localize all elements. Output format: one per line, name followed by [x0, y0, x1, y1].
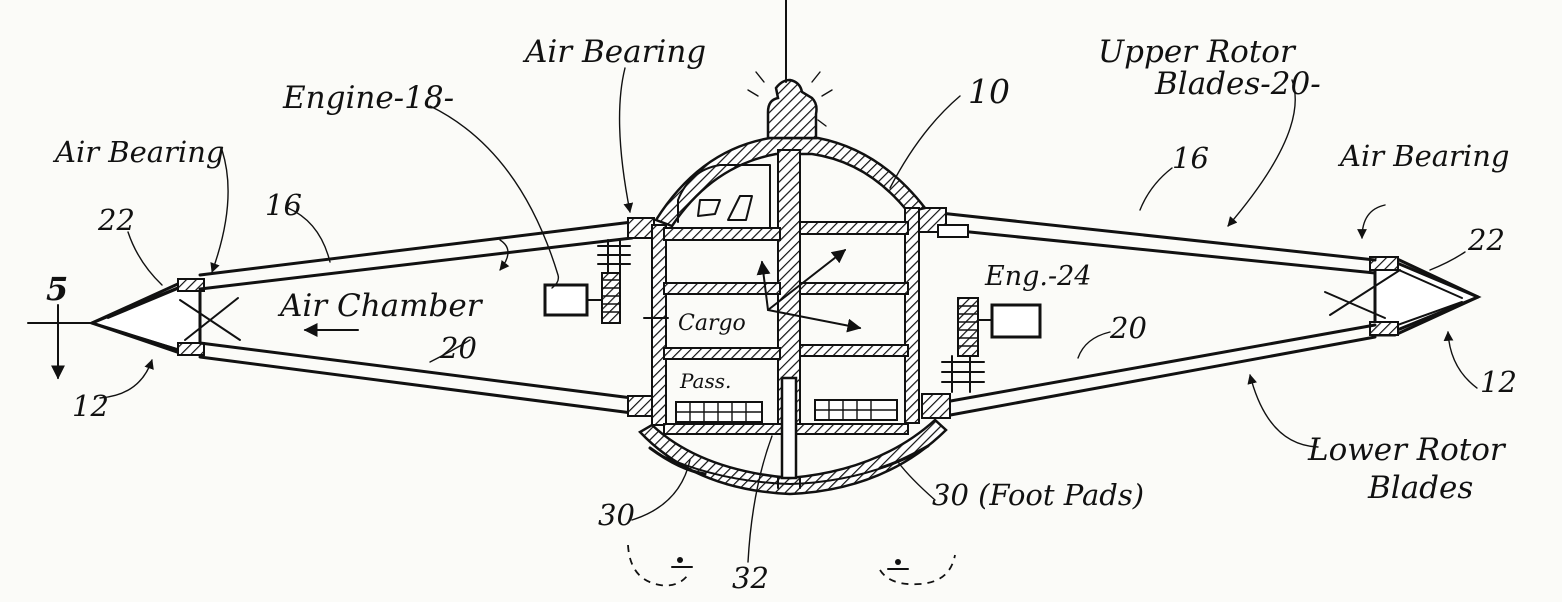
label-ref-20-right: 20 [1109, 311, 1147, 345]
label-lower-rotor-line1: Lower Rotor [1307, 432, 1507, 468]
engine-18 [543, 239, 631, 324]
label-ref-12-right: 12 [1480, 365, 1517, 399]
label-ref-5: 5 [46, 270, 68, 308]
label-engine-18: Engine-18- [282, 80, 454, 116]
label-ref-22-left: 22 [97, 203, 135, 237]
section-line-5 [27, 304, 93, 380]
blade-root-bearings [627, 207, 969, 419]
label-ref-20-left: 20 [439, 331, 477, 365]
right-wing-tip [1324, 256, 1482, 337]
engine-24 [941, 297, 1042, 393]
label-air-chamber: Air Chamber [277, 288, 484, 324]
left-wing-tip [87, 278, 241, 356]
diagram-labels: Air Bearing Engine-18- Upper Rotor Blade… [46, 34, 1517, 595]
label-ref-12-left: 12 [72, 389, 109, 423]
label-air-bearing-top: Air Bearing [522, 34, 706, 70]
label-eng-24: Eng.-24 [984, 261, 1091, 292]
label-lower-rotor-line2: Blades [1367, 470, 1473, 506]
label-upper-rotor-line2: Blades-20- [1154, 66, 1321, 102]
label-cargo: Cargo [678, 311, 746, 336]
label-ref-22-right: 22 [1467, 223, 1505, 257]
lower-rotor-blade-left [198, 341, 634, 415]
lower-rotor-blade-right [943, 323, 1377, 418]
label-ref-32: 32 [732, 561, 769, 595]
mast-light [747, 0, 833, 127]
label-ref-10: 10 [968, 72, 1010, 111]
foot-pads [627, 444, 956, 587]
upper-rotor-blade-left [198, 220, 634, 291]
label-ref-16-right: 16 [1172, 141, 1209, 175]
label-air-bearing-right: Air Bearing [1337, 139, 1509, 173]
cargo-arrows [643, 249, 862, 333]
label-pass: Pass. [679, 369, 731, 393]
upper-rotor-blade-right [938, 211, 1377, 275]
label-air-bearing-left: Air Bearing [52, 135, 224, 169]
label-ref-30-right: 30 (Foot Pads) [932, 478, 1144, 512]
label-upper-rotor-line1: Upper Rotor [1098, 34, 1297, 70]
central-hull [638, 78, 948, 496]
label-ref-30-left: 30 [598, 498, 635, 532]
leader-lines [99, 67, 1478, 563]
label-ref-16-left: 16 [265, 188, 302, 222]
